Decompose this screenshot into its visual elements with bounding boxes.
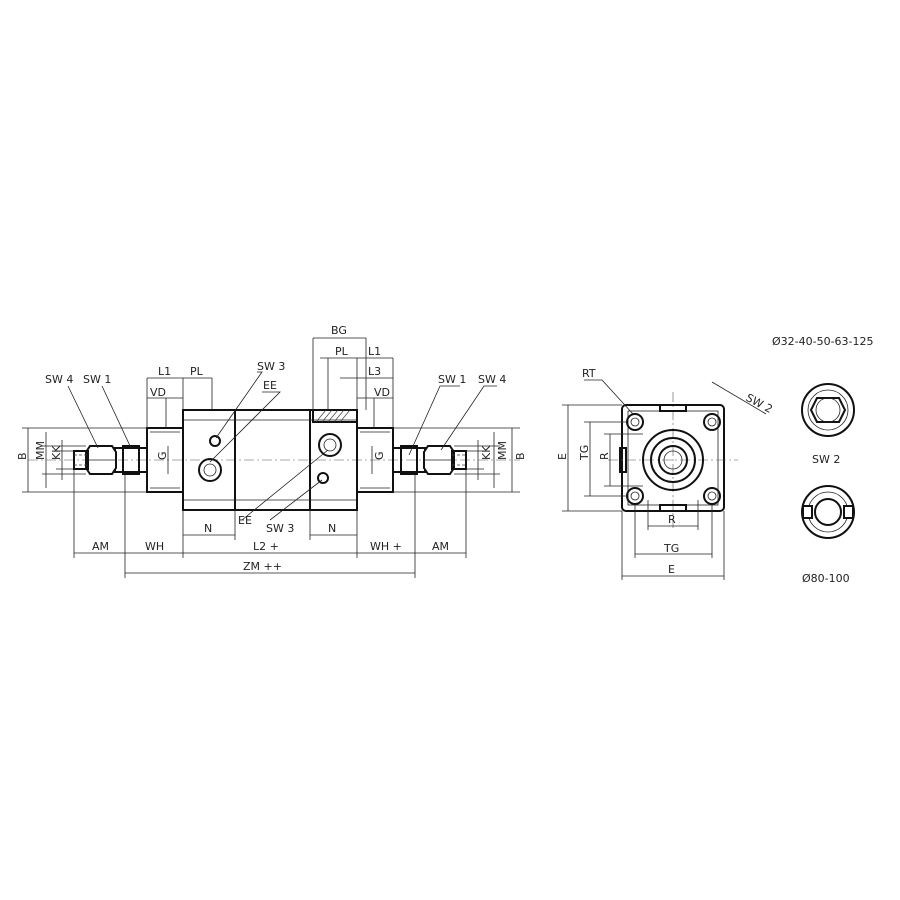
label-l1-left: L1 — [158, 365, 171, 378]
detail-inner-circle — [807, 389, 849, 431]
label-b-left: B — [16, 452, 29, 460]
label-l3: L3 — [368, 365, 381, 378]
label-mm-left: MM — [34, 441, 47, 460]
label-kk-left: KK — [50, 445, 63, 460]
label-sw3-top: SW 3 — [257, 360, 285, 373]
corner-bolt — [703, 487, 721, 505]
label-g-left: G — [156, 451, 169, 460]
label-sw2-end: SW 2 — [744, 391, 775, 416]
label-tg-horizontal: TG — [663, 542, 679, 555]
label-sw2-detail: SW 2 — [812, 453, 840, 466]
label-diameter-small: Ø32-40-50-63-125 — [772, 335, 874, 348]
corner-bolt-core — [630, 417, 640, 427]
label-pl-right: PL — [335, 345, 349, 358]
hatch-line — [315, 409, 327, 423]
label-mm-right: MM — [496, 441, 509, 460]
label-sw4-left: SW 4 — [45, 373, 73, 386]
leader-sw1-right — [408, 385, 460, 456]
detail-hex-flat — [801, 383, 855, 437]
port-small-left — [209, 435, 221, 447]
hatch-line — [333, 409, 345, 423]
end-bore — [650, 437, 696, 483]
label-bg: BG — [331, 324, 347, 337]
leader-sw3-top — [215, 371, 263, 439]
label-n-left: N — [204, 522, 212, 535]
right-rod-thread — [451, 450, 467, 470]
end-bottom-tab — [659, 504, 687, 512]
corner-bolt — [626, 487, 644, 505]
corner-bolt — [703, 413, 721, 431]
corner-bolt-core — [707, 417, 717, 427]
label-l2: L2 + — [253, 540, 279, 553]
left-rod-flat — [122, 445, 140, 475]
port-ee-right — [318, 433, 342, 457]
port-small-right — [317, 472, 329, 484]
end-rod — [658, 445, 688, 475]
corner-bolt — [626, 413, 644, 431]
wrench-flat-details: Ø32-40-50-63-125 SW 2 Ø80-100 — [772, 335, 874, 585]
label-sw4-right: SW 4 — [478, 373, 506, 386]
label-rt: RT — [582, 367, 596, 380]
end-rod-center — [663, 450, 683, 470]
label-l1-right: L1 — [368, 345, 381, 358]
leader-sw4-right — [440, 385, 497, 451]
end-top-tab — [659, 404, 687, 412]
leader-sw4-left — [67, 385, 99, 449]
port-ee-left-inner — [203, 463, 217, 477]
hatched-port-section — [312, 409, 358, 423]
label-sw3-bottom: SW 3 — [266, 522, 294, 535]
label-r-vertical: R — [598, 452, 611, 460]
label-vd-right: VD — [374, 386, 390, 399]
detail-slot-left — [802, 505, 813, 519]
leader-ee-top — [209, 391, 281, 463]
label-diameter-large: Ø80-100 — [802, 572, 850, 585]
label-wh-right: WH + — [370, 540, 402, 553]
label-am-left: AM — [92, 540, 109, 553]
detail-core-b — [814, 498, 842, 526]
end-view: RT SW 2 E TG R R TG E — [556, 367, 775, 580]
leader-sw2 — [711, 381, 767, 415]
leader-ee-bottom — [241, 449, 329, 521]
label-g-right: G — [373, 451, 386, 460]
port-ee-left — [198, 458, 222, 482]
leader-rt — [584, 379, 634, 415]
detail-outer-circle — [801, 383, 855, 437]
end-side-tab — [619, 447, 627, 473]
label-kk-right: KK — [480, 445, 493, 460]
label-am-right: AM — [432, 540, 449, 553]
hatch-line — [339, 409, 351, 423]
detail-hex — [809, 397, 847, 423]
corner-bolt-core — [630, 491, 640, 501]
leader-sw3-bottom — [269, 479, 323, 521]
hatch-line — [321, 409, 333, 423]
side-view: SW 4 SW 1 L1 PL VD SW 3 EE BG PL L1 L3 V… — [16, 324, 527, 578]
label-pl-left: PL — [190, 365, 204, 378]
label-n-right: N — [328, 522, 336, 535]
detail-slot-right — [843, 505, 854, 519]
hatch-line — [327, 409, 339, 423]
label-ee-bottom: EE — [238, 514, 252, 527]
label-wh-left: WH — [145, 540, 164, 553]
label-zm: ZM ++ — [243, 560, 282, 573]
detail-slot-flat — [801, 485, 855, 539]
corner-bolt-core — [707, 491, 717, 501]
label-ee-top: EE — [263, 379, 277, 392]
end-boss — [642, 429, 704, 491]
label-sw1-right: SW 1 — [438, 373, 466, 386]
label-tg-vertical: TG — [578, 445, 591, 461]
left-rod-thread — [73, 450, 89, 470]
label-b-right: B — [514, 452, 527, 460]
label-r-horizontal: R — [668, 513, 676, 526]
leader-sw1-left — [101, 385, 132, 449]
label-e-vertical: E — [556, 453, 569, 460]
detail-core — [815, 397, 841, 423]
label-vd-left: VD — [150, 386, 166, 399]
right-rod-flat — [400, 445, 418, 475]
label-e-horizontal: E — [668, 563, 675, 576]
label-sw1-left: SW 1 — [83, 373, 111, 386]
port-ee-right-inner — [323, 438, 337, 452]
